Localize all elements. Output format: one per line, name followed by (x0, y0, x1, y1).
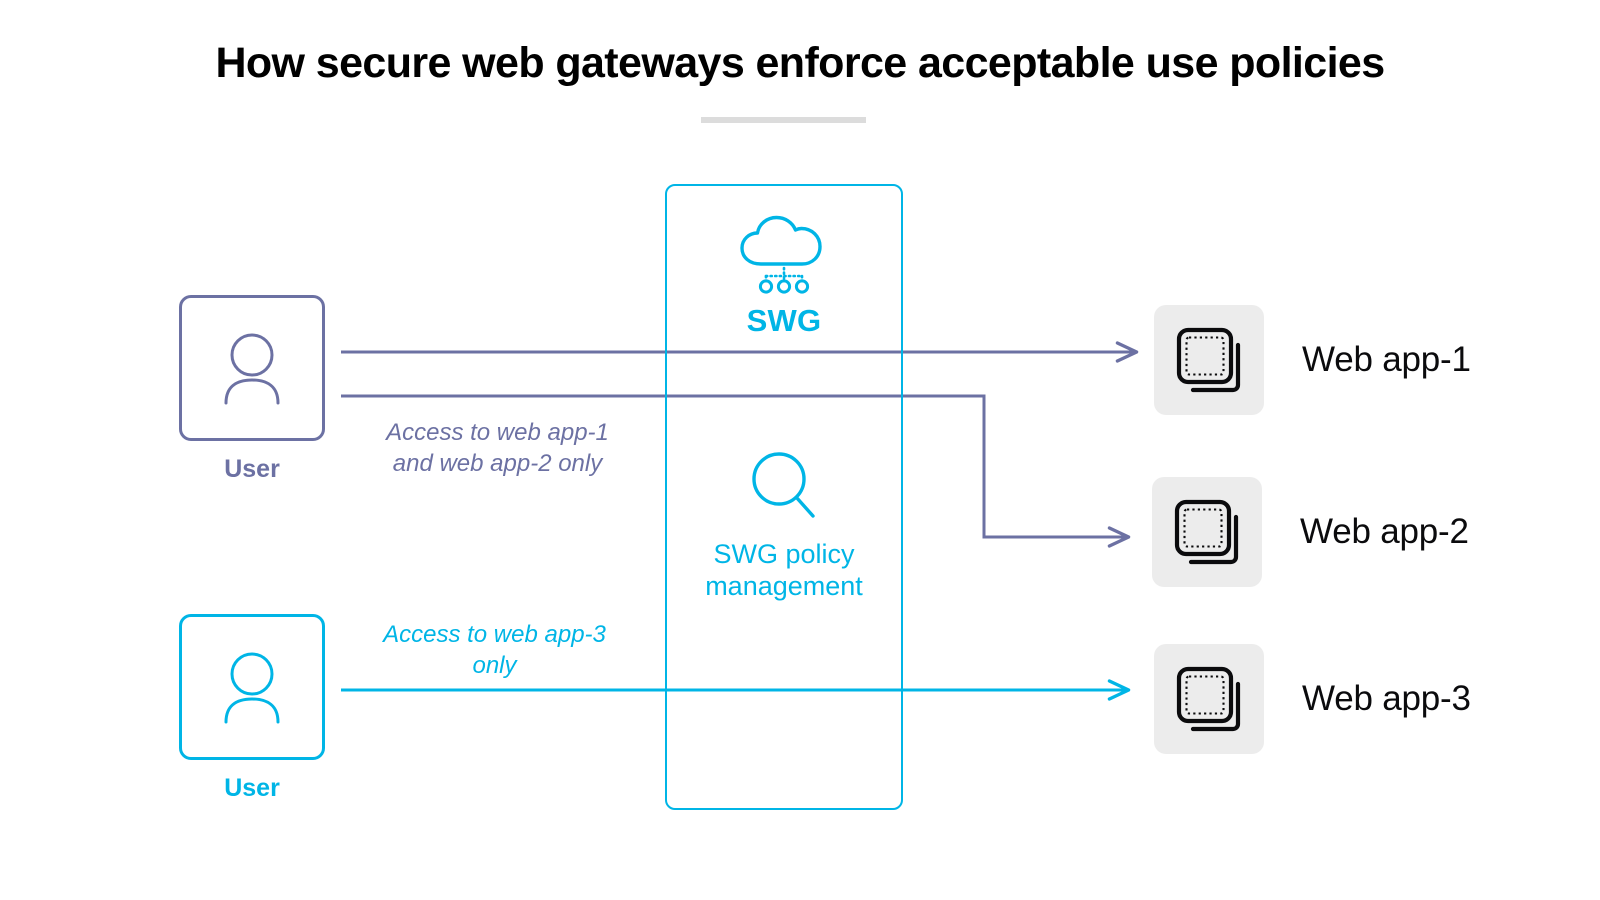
webapp-caption-3: Web app-3 (1302, 679, 1471, 718)
webapp-tile-1[interactable] (1154, 305, 1264, 415)
webapp-caption-2: Web app-2 (1300, 512, 1469, 551)
webapp-node-1[interactable]: Web app-1 (1154, 305, 1471, 415)
user-node-bottom[interactable]: User (152, 614, 352, 803)
flow-label-user2-line1: Access to web app-3 (383, 621, 606, 648)
person-icon (224, 333, 280, 405)
cloud-icon (740, 215, 822, 294)
magnifier-icon (752, 452, 815, 518)
webapp-tile-2[interactable] (1152, 477, 1262, 587)
swg-policy-node: SWG policy management (659, 450, 909, 603)
flow-label-user2-line2: only (472, 651, 517, 679)
swg-policy-label-line1: SWG policy (713, 539, 855, 569)
page-title: How secure web gateways enforce acceptab… (215, 39, 1385, 87)
person-icon (224, 652, 280, 724)
user-box-top[interactable] (179, 295, 325, 441)
swg-node: SWG (665, 212, 903, 342)
user-caption-top: User (224, 455, 280, 483)
swg-label: SWG (746, 303, 822, 338)
swg-policy-label: SWG policy management (659, 539, 909, 603)
user-caption-bottom: User (224, 774, 280, 802)
webapp-tile-3[interactable] (1154, 644, 1264, 754)
flow-label-user1-line2: and web app-2 only (392, 449, 603, 477)
webapp-caption-1: Web app-1 (1302, 340, 1471, 379)
stacked-window-icon (1176, 666, 1241, 732)
user-node-top[interactable]: User (152, 295, 352, 484)
webapp-node-3[interactable]: Web app-3 (1154, 644, 1471, 754)
stacked-window-icon (1176, 327, 1241, 393)
user-box-bottom[interactable] (179, 614, 325, 760)
flow-label-user1: Access to web app-1 and web app-2 only (345, 418, 650, 479)
flow-label-user2: Access to web app-3 only (342, 620, 647, 681)
swg-container (665, 184, 903, 810)
webapp-node-2[interactable]: Web app-2 (1152, 477, 1469, 587)
flow-label-user1-line1: Access to web app-1 (386, 419, 609, 446)
title-divider (701, 117, 866, 123)
swg-policy-label-line2: management (705, 570, 863, 601)
stacked-window-icon (1174, 499, 1239, 565)
